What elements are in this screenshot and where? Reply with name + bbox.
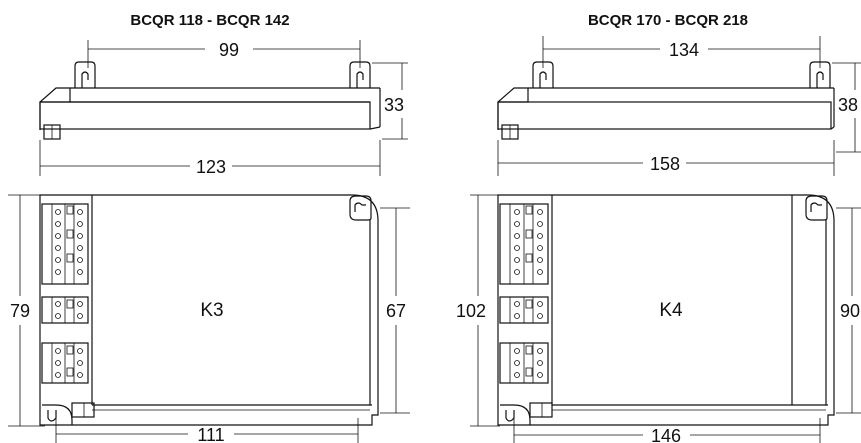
left-top-width: 99 (219, 40, 239, 60)
left-hole-distance: 111 (197, 425, 224, 443)
left-top-view: 79 (8, 194, 410, 443)
right-terminal-block-1 (499, 203, 549, 285)
right-side-view: 134 38 158 (497, 36, 861, 176)
right-terminal-block-3 (499, 342, 549, 384)
right-depth: 102 (456, 301, 486, 321)
right-length: 158 (650, 154, 680, 174)
left-height: 33 (384, 95, 404, 115)
right-hole-distance: 146 (651, 426, 681, 443)
left-length: 123 (196, 157, 226, 177)
right-model: BCQR 170 - BCQR 218 134 38 (456, 12, 861, 443)
right-title: BCQR 170 - BCQR 218 (588, 12, 748, 29)
left-depth: 79 (10, 301, 30, 321)
left-title: BCQR 118 - BCQR 142 (130, 12, 289, 29)
right-terminal-block-2 (499, 296, 549, 324)
left-model: BCQR 118 - BCQR 142 99 (8, 12, 410, 443)
left-terminal-block-2 (41, 296, 89, 324)
left-code: K3 (200, 300, 223, 321)
right-top-width: 134 (669, 40, 699, 60)
right-code: K4 (659, 300, 683, 321)
left-side-view: 99 33 123 (39, 40, 408, 177)
left-terminal-block-3 (41, 342, 89, 384)
right-inner-depth: 90 (840, 301, 860, 321)
left-inner-depth: 67 (386, 301, 406, 321)
left-terminal-block-1 (41, 203, 89, 285)
right-height: 38 (838, 95, 858, 115)
right-top-view: 102 (456, 194, 861, 443)
